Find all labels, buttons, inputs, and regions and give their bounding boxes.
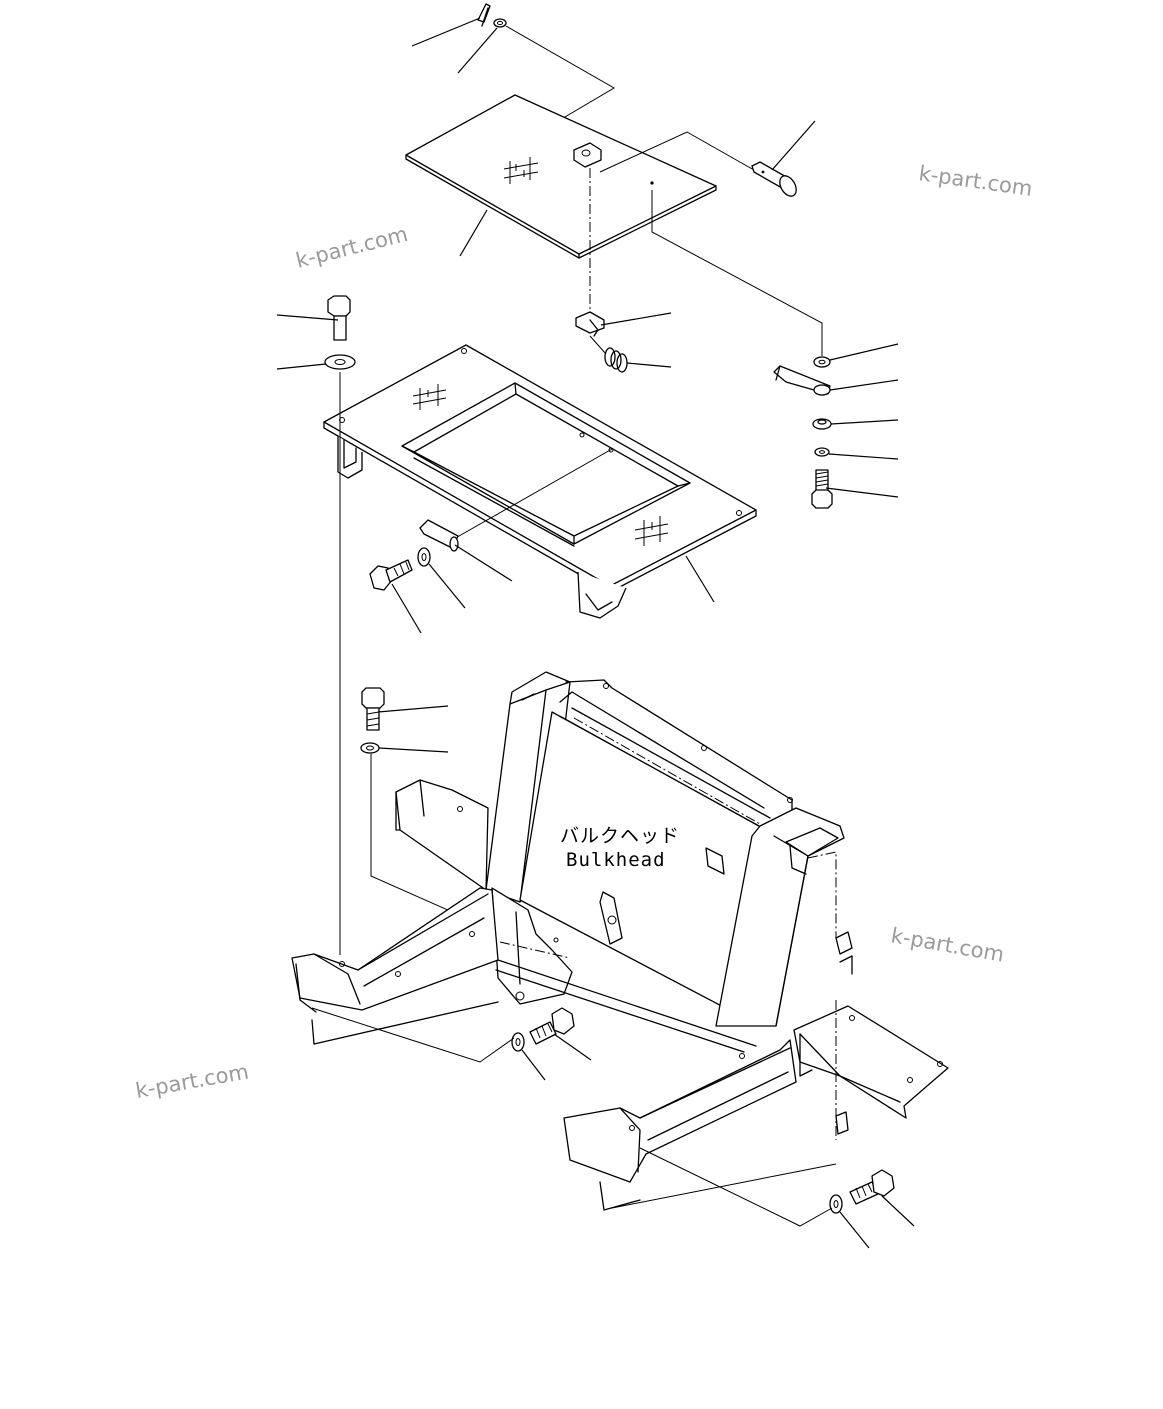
leader-cover-plate [459,209,488,257]
frame-bolt-top-part [361,687,385,731]
leader-left-washer-top [276,363,327,370]
frame-lock-washer-part [360,742,380,754]
leader-spring [626,362,672,368]
watermark-top-right: k-part.com [917,161,1034,201]
watermark-mid-right: k-part.com [889,923,1006,966]
leader-frame-bolt-top [377,705,449,713]
assembly-line-bottom-left [311,1007,515,1063]
leader-middle-bolt [391,583,422,634]
assembly-line-bottom-right [639,1147,833,1227]
floor-plate-part [323,344,757,619]
leader-switch [454,544,513,582]
watermark-top-left: k-part.com [293,222,410,273]
leader-clevis-pin [771,120,816,171]
left-bolt-top-part [327,295,351,341]
left-washer-top-part [324,354,356,370]
leader-bottom-right-bolt [881,1195,915,1227]
cover-plate-part [405,94,717,259]
bulkhead-frame-part [291,671,949,1211]
spring-part [604,347,628,373]
bottom-right-washer-part [829,1194,843,1214]
top-washer-part [493,18,507,28]
leader-catch-plate [829,379,899,391]
cotter-pin-part [477,3,491,27]
leader-top-washer [457,27,498,74]
right-bolt-part [811,469,833,509]
bulkhead-label-en: Bulkhead [566,849,666,871]
bottom-right-bolt-part [849,1169,895,1205]
switch-part [419,519,459,552]
leader-bottom-left-washer [521,1049,546,1081]
leader-right-bolt [825,487,899,498]
bottom-left-washer-part [511,1032,525,1052]
middle-bolt-part [369,559,413,591]
leader-right-washer-2 [830,419,899,425]
leader-latch-bracket [600,312,672,326]
catch-plate-part [773,365,831,396]
assembly-line-pin [599,131,755,173]
assembly-line-lamp [451,448,613,541]
right-washer-1 [813,356,831,368]
latch-bracket-part [575,311,605,337]
leader-middle-washer [428,563,466,609]
leader-bottom-left-bolt [553,1033,592,1061]
right-washer-2 [812,418,832,430]
assembly-line-right [651,190,823,356]
leader-right-lock-washer [828,453,899,460]
leader-left-bolt-top [276,314,339,321]
leader-frame-lock-washer [378,747,449,753]
leader-floor-plate [685,555,715,603]
assembly-line-spring [589,335,607,355]
assembly-line-bottom-right-2 [611,1163,837,1209]
middle-washer-part [417,547,431,567]
leader-bottom-right-washer [839,1211,870,1249]
bottom-left-bolt-part [529,1007,575,1045]
right-lock-washer [814,447,830,457]
watermark-bottom-left: k-part.com [134,1059,251,1102]
clevis-pin-part [751,161,797,197]
leader-right-washer-1 [829,343,899,361]
leader-cotter-pin [411,17,481,47]
bulkhead-label-jp: バルクヘッド [560,825,680,847]
